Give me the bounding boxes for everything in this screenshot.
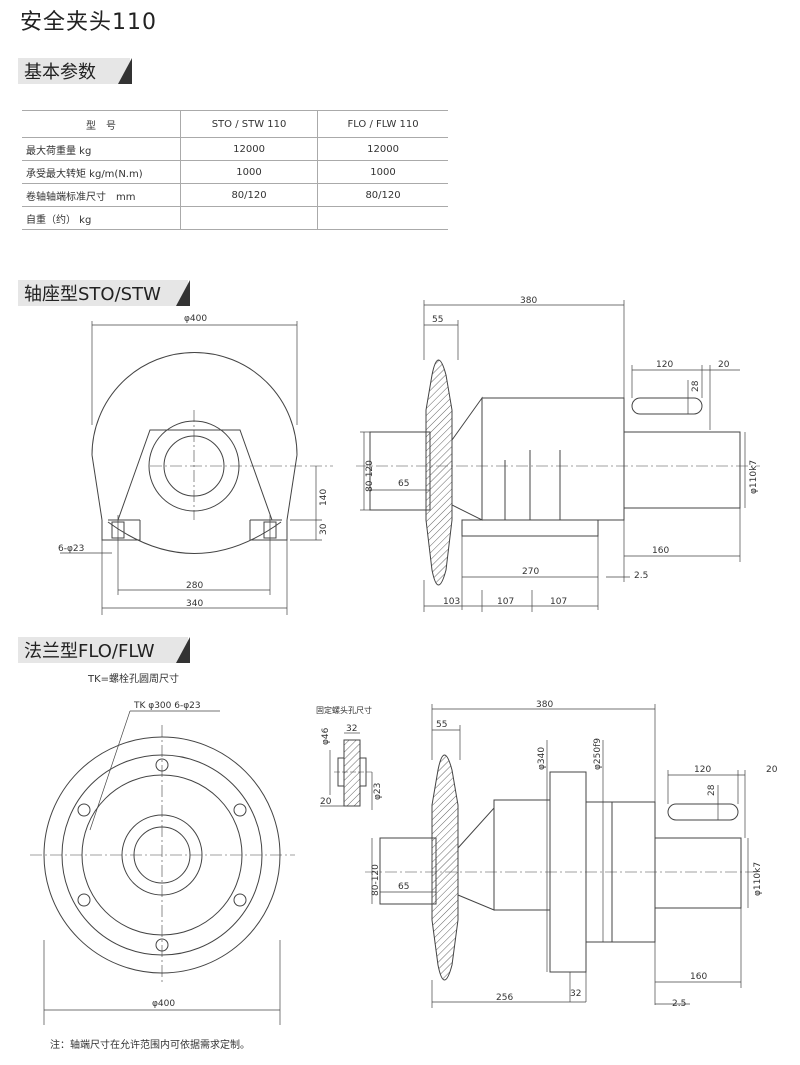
dim-label: 107 — [550, 597, 567, 607]
table-cell: 12000 — [180, 137, 319, 161]
sto-side-view — [356, 300, 760, 612]
table-cell: 12000 — [317, 137, 448, 161]
dim-label: 55 — [432, 315, 443, 325]
dim-label: 32 — [570, 989, 581, 999]
parameter-table: 型 号 STO / STW 110 FLO / FLW 110 最大荷重量 kg… — [22, 110, 448, 230]
dim-label: 80-120 — [371, 864, 381, 896]
dim-label: 107 — [497, 597, 514, 607]
dim-label: 28 — [707, 784, 717, 796]
dim-label: 20 — [320, 797, 332, 807]
dim-label: 140 — [319, 489, 329, 506]
table-header-cell: STO / STW 110 — [180, 110, 319, 138]
flo-side-view — [365, 704, 760, 1008]
dim-label: 20 — [718, 360, 730, 370]
table-cell: 最大荷重量 kg — [22, 137, 181, 161]
slash-decoration-icon — [176, 637, 190, 663]
dim-label: 270 — [522, 567, 539, 577]
flo-bolt-detail — [320, 732, 373, 810]
table-row: 最大荷重量 kg 12000 12000 — [22, 137, 448, 161]
dim-label: 160 — [690, 972, 707, 982]
dim-label: 103 — [443, 597, 460, 607]
dim-label: 2.5 — [672, 999, 686, 1009]
dim-label: 65 — [398, 882, 409, 892]
dim-label: φ250f9 — [593, 738, 603, 770]
dim-label: 6-φ23 — [58, 544, 84, 554]
dim-label: φ23 — [373, 783, 383, 800]
dim-label: 30 — [319, 523, 329, 535]
dim-label: φ46 — [321, 727, 331, 745]
dim-label: φ110k7 — [753, 862, 763, 896]
section-header-params: 基本参数 — [18, 58, 132, 84]
dim-label: 280 — [186, 581, 203, 591]
dim-label: 2.5 — [634, 571, 648, 581]
table-cell: 自重（约） kg — [22, 206, 181, 230]
dim-label: 160 — [652, 546, 669, 556]
dim-label: 20 — [766, 765, 778, 775]
table-row: 自重（约） kg — [22, 206, 448, 230]
section-label: 法兰型FLO/FLW — [24, 641, 155, 662]
flo-front-view — [30, 710, 295, 1025]
dim-label: 32 — [346, 724, 357, 734]
section-header-sto: 轴座型STO/STW — [18, 280, 190, 306]
tk-note: TK=螺栓孔圆周尺寸 — [88, 674, 180, 685]
dim-label: φ110k7 — [749, 460, 759, 494]
dim-label: 120 — [694, 765, 711, 775]
dim-label: φ400 — [152, 999, 175, 1009]
dim-label: 256 — [496, 993, 513, 1003]
dimension-labels: φ400 140 30 6-φ23 280 340 380 55 120 20 … — [58, 296, 778, 1009]
table-row: 承受最大转矩 kg/m(N.m) 1000 1000 — [22, 160, 448, 184]
dim-label: 120 — [656, 360, 673, 370]
section-label: 轴座型STO/STW — [24, 284, 161, 305]
dim-label: φ400 — [184, 314, 207, 324]
dim-label: 55 — [436, 720, 447, 730]
table-cell: 1000 — [317, 160, 448, 184]
table-header-row: 型 号 STO / STW 110 FLO / FLW 110 — [22, 110, 448, 138]
dim-label: φ340 — [537, 747, 547, 770]
section-label: 基本参数 — [24, 62, 96, 83]
section-header-flo: 法兰型FLO/FLW — [18, 637, 190, 663]
page-title: 安全夹头110 — [20, 10, 157, 35]
sto-front-view — [60, 321, 333, 615]
dim-label: 28 — [691, 380, 701, 392]
dim-label: 380 — [520, 296, 537, 306]
slash-decoration-icon — [118, 58, 132, 84]
table-cell — [317, 206, 448, 230]
table-cell: 承受最大转矩 kg/m(N.m) — [22, 160, 181, 184]
dim-label: 80-120 — [365, 460, 375, 492]
footnote: 注：轴端尺寸在允许范围内可依据需求定制。 — [50, 1040, 250, 1051]
dim-label: TK φ300 6-φ23 — [133, 701, 201, 711]
dim-label: 65 — [398, 479, 409, 489]
dim-label: 固定螺头孔尺寸 — [316, 705, 372, 715]
dim-label: 380 — [536, 700, 553, 710]
table-cell — [180, 206, 319, 230]
dim-label: 340 — [186, 599, 203, 609]
slash-decoration-icon — [176, 280, 190, 306]
